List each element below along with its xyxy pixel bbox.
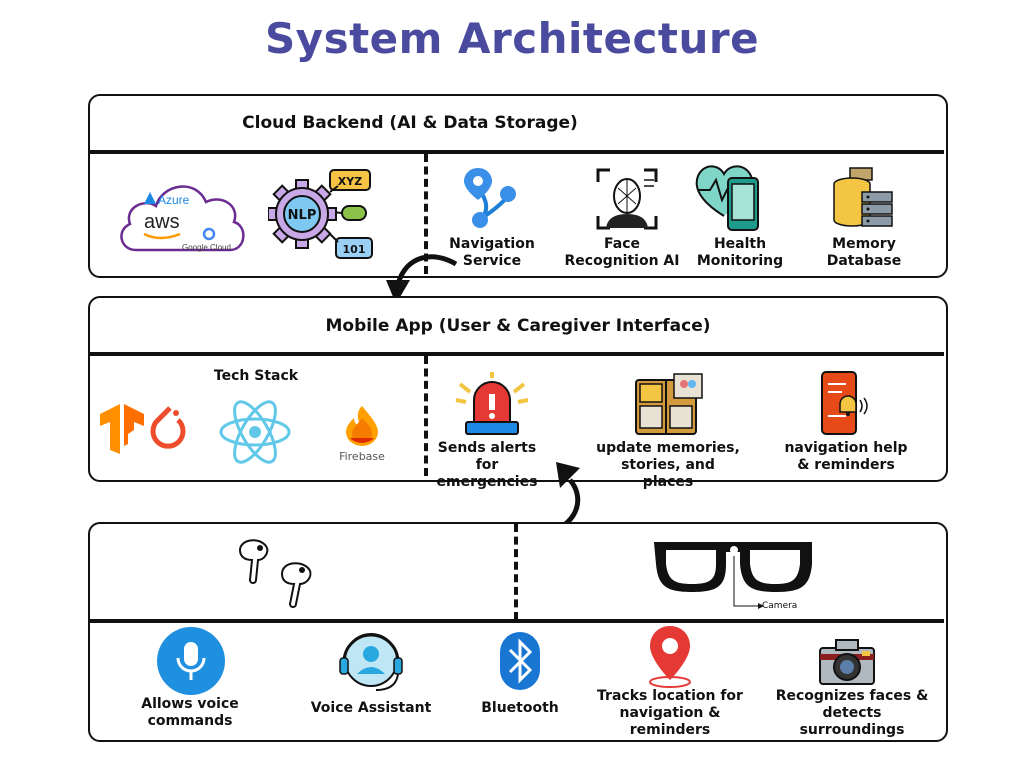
heart-phone-icon (695, 165, 759, 231)
database-server-icon (833, 167, 893, 227)
camera-pointer-line (733, 556, 764, 609)
cloud-header-divider (90, 150, 944, 154)
navigation-route-icon (464, 168, 516, 228)
firebase-label: Firebase (339, 450, 385, 463)
google-cloud-logo-text: Google Cloud (182, 243, 231, 252)
microphone-icon (157, 627, 225, 695)
cloud-dashed-divider (424, 154, 428, 274)
service-label-memory-database: Memory Database (826, 236, 902, 269)
page-title: System Architecture (264, 14, 760, 63)
mobile-app-header: Mobile App (User & Caregiver Interface) (325, 316, 711, 336)
device-label-voice-commands: Allows voice commands (141, 696, 239, 729)
react-icon (219, 400, 291, 464)
device-label-location: Tracks location for navigation & reminde… (597, 688, 743, 738)
device-label-bluetooth: Bluetooth (481, 700, 559, 716)
service-label-navigation: Navigation Service (449, 236, 535, 269)
feature-label-memories: update memories, stories, and places (596, 440, 740, 490)
cloud-backend-header: Cloud Backend (AI & Data Storage) (242, 113, 578, 133)
firebase-icon (346, 406, 378, 446)
mobile-header-divider (90, 352, 944, 356)
arrow-down-left-icon (386, 254, 458, 304)
aws-logo-text: aws (144, 211, 180, 233)
device-label-recognizes-faces: Recognizes faces & detects surroundings (775, 688, 929, 738)
siren-icon (455, 372, 529, 435)
earbuds-icon (238, 539, 312, 608)
tech-stack-label: Tech Stack (213, 368, 299, 384)
camera-label: Camera (762, 601, 798, 611)
tensorflow-icon (100, 404, 144, 454)
service-label-health-monitoring: Health Monitoring (696, 236, 784, 269)
device-divider (90, 619, 944, 623)
phone-notification-icon (821, 371, 868, 435)
service-label-face-recognition: Face Recognition AI (564, 236, 680, 269)
mobile-dashed-divider (424, 356, 428, 476)
headset-agent-icon (339, 633, 403, 691)
nlp-badge: NLP (288, 208, 317, 223)
location-pin-icon (649, 626, 691, 688)
pytorch-icon (150, 406, 186, 449)
photo-album-icon (635, 373, 703, 435)
cloud-providers-icon: Azure aws Google Cloud (120, 185, 245, 252)
nlp-tag-top: XYZ (338, 175, 362, 188)
nlp-tag-bottom: 101 (343, 243, 366, 256)
face-scan-icon (596, 168, 658, 230)
camera-icon (819, 639, 875, 685)
device-dashed-divider (514, 524, 518, 620)
bluetooth-icon (500, 632, 540, 690)
feature-label-emergency-alerts: Sends alerts for emergencies (436, 440, 538, 490)
azure-logo-text: Azure (158, 193, 190, 207)
smart-glasses-icon (654, 542, 812, 592)
device-label-voice-assistant: Voice Assistant (310, 700, 432, 716)
nlp-gear-icon: XYZ 101 NLP (268, 169, 373, 259)
feature-label-navigation-help: navigation help & reminders (784, 440, 908, 473)
